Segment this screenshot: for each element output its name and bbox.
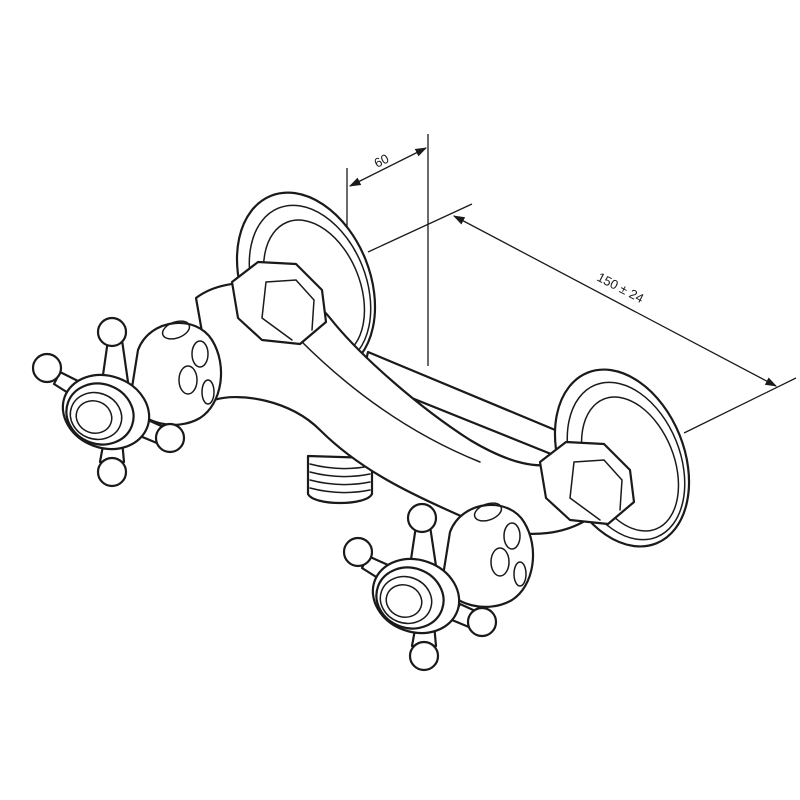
right-valve-housing bbox=[440, 502, 535, 608]
right-handle-knob-top bbox=[406, 502, 438, 534]
left-cross-handle[interactable] bbox=[31, 316, 186, 488]
left-handle-knob-left bbox=[31, 352, 63, 384]
left-handle-knob-bottom bbox=[96, 456, 128, 488]
length-dimension-label: 150 ± 24 bbox=[595, 269, 647, 306]
left-valve-housing bbox=[128, 320, 223, 426]
offset-dimension-label: 60 bbox=[372, 151, 392, 171]
left-hex-nut bbox=[230, 260, 328, 346]
outlet-thread bbox=[306, 454, 374, 504]
right-cross-handle[interactable] bbox=[342, 502, 498, 672]
left-handle-knob-top bbox=[96, 316, 128, 348]
right-handle-knob-left bbox=[342, 536, 374, 568]
left-handle-knob-right bbox=[154, 422, 186, 454]
right-handle-knob-right bbox=[466, 606, 498, 638]
right-handle-knob-bottom bbox=[408, 640, 440, 672]
right-hex-nut bbox=[538, 440, 636, 526]
